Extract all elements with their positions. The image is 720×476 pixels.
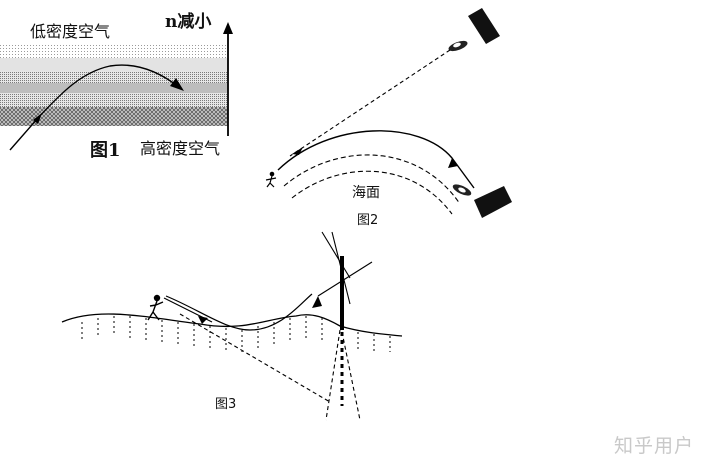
- line-of-sight: [163, 297, 213, 323]
- figure-3: [61, 231, 403, 421]
- mirage-ray: [165, 293, 313, 331]
- ray-down-arrowhead: [312, 296, 322, 308]
- airplane-icon: [468, 8, 500, 44]
- figure-1-caption: 图1: [90, 140, 121, 161]
- high-density-air-label: 高密度空气: [140, 139, 221, 158]
- watermark: 知乎用户: [614, 435, 695, 457]
- ship-icon: [474, 186, 512, 218]
- figure-2: [265, 8, 512, 218]
- curved-ray-arrowhead: [448, 158, 458, 168]
- observer-icon: [147, 294, 164, 321]
- sea-surface-label: 海面: [352, 185, 380, 201]
- ray-start-arrowhead: [33, 113, 42, 124]
- figure-1: [0, 22, 233, 151]
- ground-hatching: [81, 316, 391, 352]
- figure-2-caption: 图2: [357, 213, 379, 228]
- sea-contour-2: [291, 170, 453, 215]
- line-of-sight: [289, 49, 451, 157]
- refraction-index-label: n减小: [165, 12, 212, 32]
- atmosphere-layers: [0, 44, 228, 126]
- figure-3-caption: 图3: [215, 397, 237, 412]
- light-ray: [9, 64, 181, 151]
- low-density-air-label: 低密度空气: [30, 22, 111, 41]
- sight-arrowhead: [292, 147, 303, 155]
- ship-image-icon: [452, 184, 472, 196]
- sea-contour-1: [283, 154, 461, 205]
- ground-surface: [61, 313, 403, 337]
- airplane-image-icon: [448, 40, 468, 52]
- incoming-rays: [317, 231, 373, 305]
- axis-arrowhead: [223, 22, 233, 34]
- mirage-arrowhead: [198, 316, 208, 324]
- curved-ray: [277, 130, 475, 189]
- ray-arrowhead: [170, 78, 184, 91]
- observer-icon: [265, 171, 277, 188]
- reflected-rays: [179, 313, 361, 421]
